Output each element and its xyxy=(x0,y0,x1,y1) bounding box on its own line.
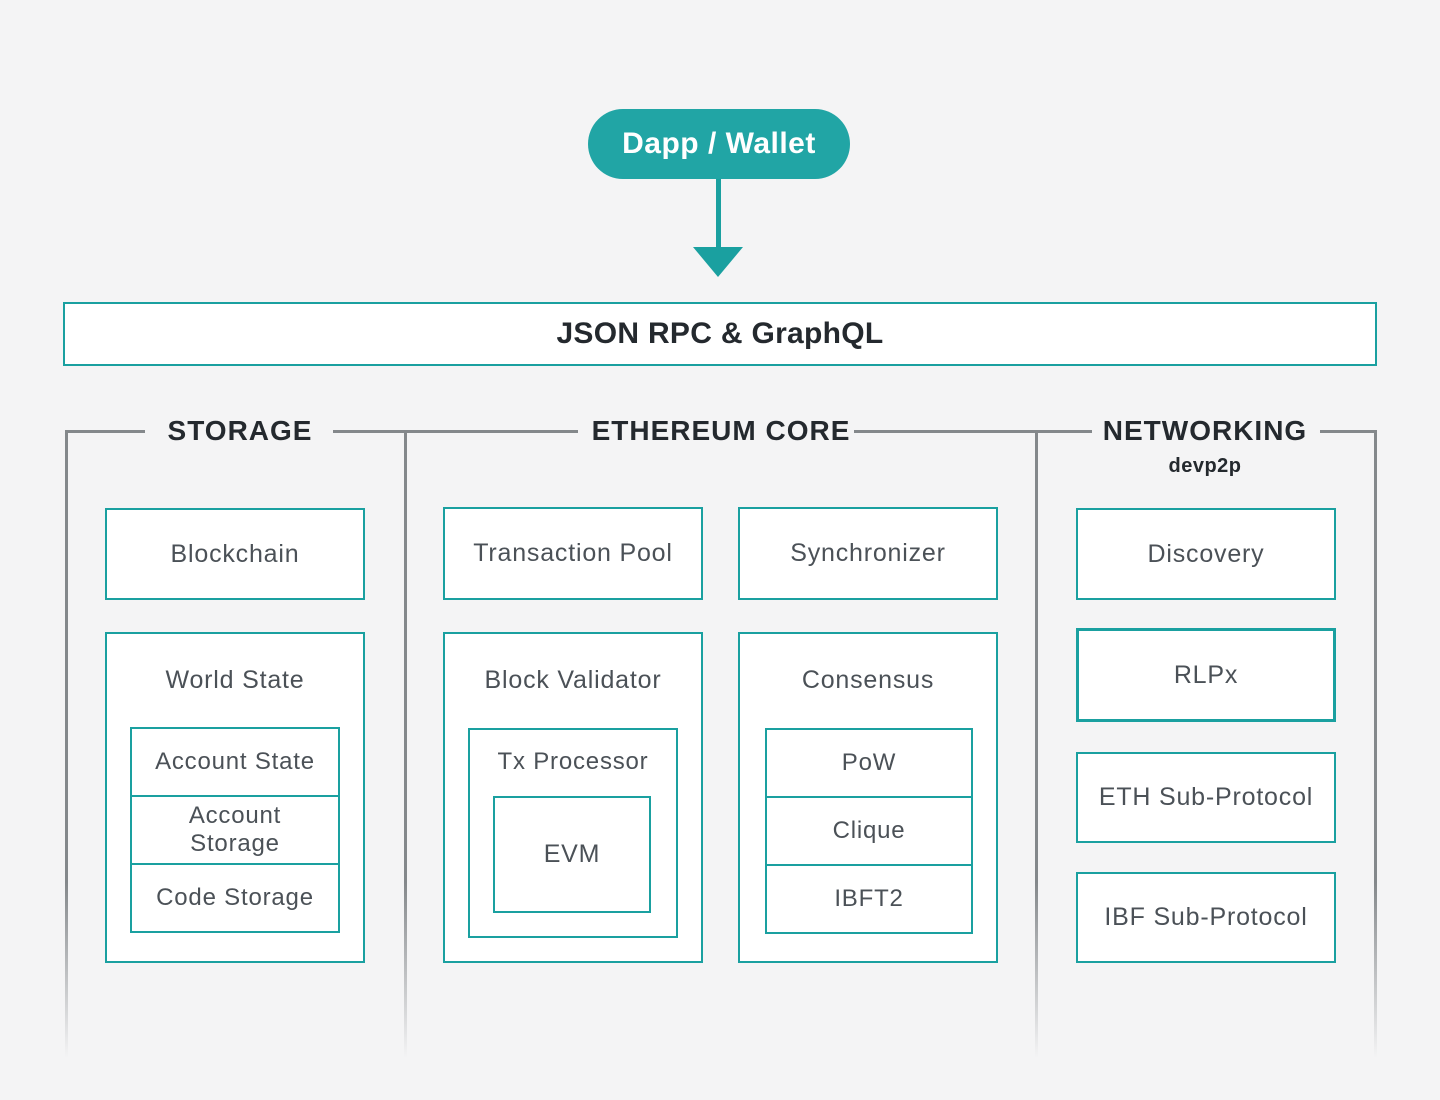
box-rlpx: RLPx xyxy=(1076,628,1336,722)
box-blockchain: Blockchain xyxy=(105,508,365,600)
bracket-vertical-left xyxy=(65,430,68,1058)
ibf-sub-protocol-label: IBF Sub-Protocol xyxy=(1104,903,1308,931)
bracket-line-right xyxy=(1320,430,1377,433)
box-code-storage: Code Storage xyxy=(130,863,340,933)
consensus-stack: PoW Clique IBFT2 xyxy=(765,728,973,934)
bracket-vertical-right xyxy=(1374,430,1377,1058)
section-title-storage: STORAGE xyxy=(167,415,313,446)
box-ibf-sub-protocol: IBF Sub-Protocol xyxy=(1076,872,1336,963)
transaction-pool-label: Transaction Pool xyxy=(473,539,673,567)
box-consensus: Consensus PoW Clique IBFT2 xyxy=(738,632,998,963)
bracket-line-core-networking xyxy=(854,430,1092,433)
blockchain-label: Blockchain xyxy=(170,539,300,568)
section-title-networking: NETWORKING xyxy=(1102,415,1308,446)
code-storage-label: Code Storage xyxy=(156,884,314,912)
box-transaction-pool: Transaction Pool xyxy=(443,507,703,600)
arrow-down-icon xyxy=(693,247,743,277)
clique-label: Clique xyxy=(832,817,906,845)
ibft2-label: IBFT2 xyxy=(834,885,904,913)
box-ibft2: IBFT2 xyxy=(765,864,973,934)
synchronizer-label: Synchronizer xyxy=(790,539,946,567)
box-account-storage: Account Storage xyxy=(130,795,340,865)
discovery-label: Discovery xyxy=(1147,539,1265,568)
box-tx-processor: Tx Processor EVM xyxy=(468,728,678,938)
json-rpc-graphql-label: JSON RPC & GraphQL xyxy=(556,317,884,350)
pow-label: PoW xyxy=(841,749,897,777)
bracket-line-left xyxy=(65,430,145,433)
consensus-label: Consensus xyxy=(801,666,935,694)
bracket-line-storage-core xyxy=(333,430,578,433)
dapp-wallet-label: Dapp / Wallet xyxy=(622,127,816,160)
account-state-label: Account State xyxy=(155,748,315,776)
rlpx-label: RLPx xyxy=(1173,660,1239,689)
box-clique: Clique xyxy=(765,796,973,866)
arrow-down-line xyxy=(716,179,721,249)
eth-sub-protocol-label: ETH Sub-Protocol xyxy=(1098,783,1314,811)
dapp-wallet-pill: Dapp / Wallet xyxy=(588,109,850,179)
section-subtitle-devp2p: devp2p xyxy=(1168,455,1242,477)
world-state-label: World State xyxy=(165,666,305,694)
box-block-validator: Block Validator Tx Processor EVM xyxy=(443,632,703,963)
world-state-stack: Account State Account Storage Code Stora… xyxy=(130,727,340,933)
box-account-state: Account State xyxy=(130,727,340,797)
box-evm: EVM xyxy=(493,796,651,913)
box-world-state: World State Account State Account Storag… xyxy=(105,632,365,963)
bracket-vertical-storage-core xyxy=(404,430,407,1058)
box-discovery: Discovery xyxy=(1076,508,1336,600)
box-eth-sub-protocol: ETH Sub-Protocol xyxy=(1076,752,1336,843)
box-synchronizer: Synchronizer xyxy=(738,507,998,600)
section-title-core: ETHEREUM CORE xyxy=(591,415,851,446)
box-pow: PoW xyxy=(765,728,973,798)
account-storage-label: Account Storage xyxy=(188,802,282,857)
block-validator-label: Block Validator xyxy=(484,666,662,694)
evm-label: EVM xyxy=(543,840,601,868)
json-rpc-graphql-bar: JSON RPC & GraphQL xyxy=(63,302,1377,366)
bracket-vertical-core-networking xyxy=(1035,430,1038,1058)
tx-processor-label: Tx Processor xyxy=(497,748,649,775)
